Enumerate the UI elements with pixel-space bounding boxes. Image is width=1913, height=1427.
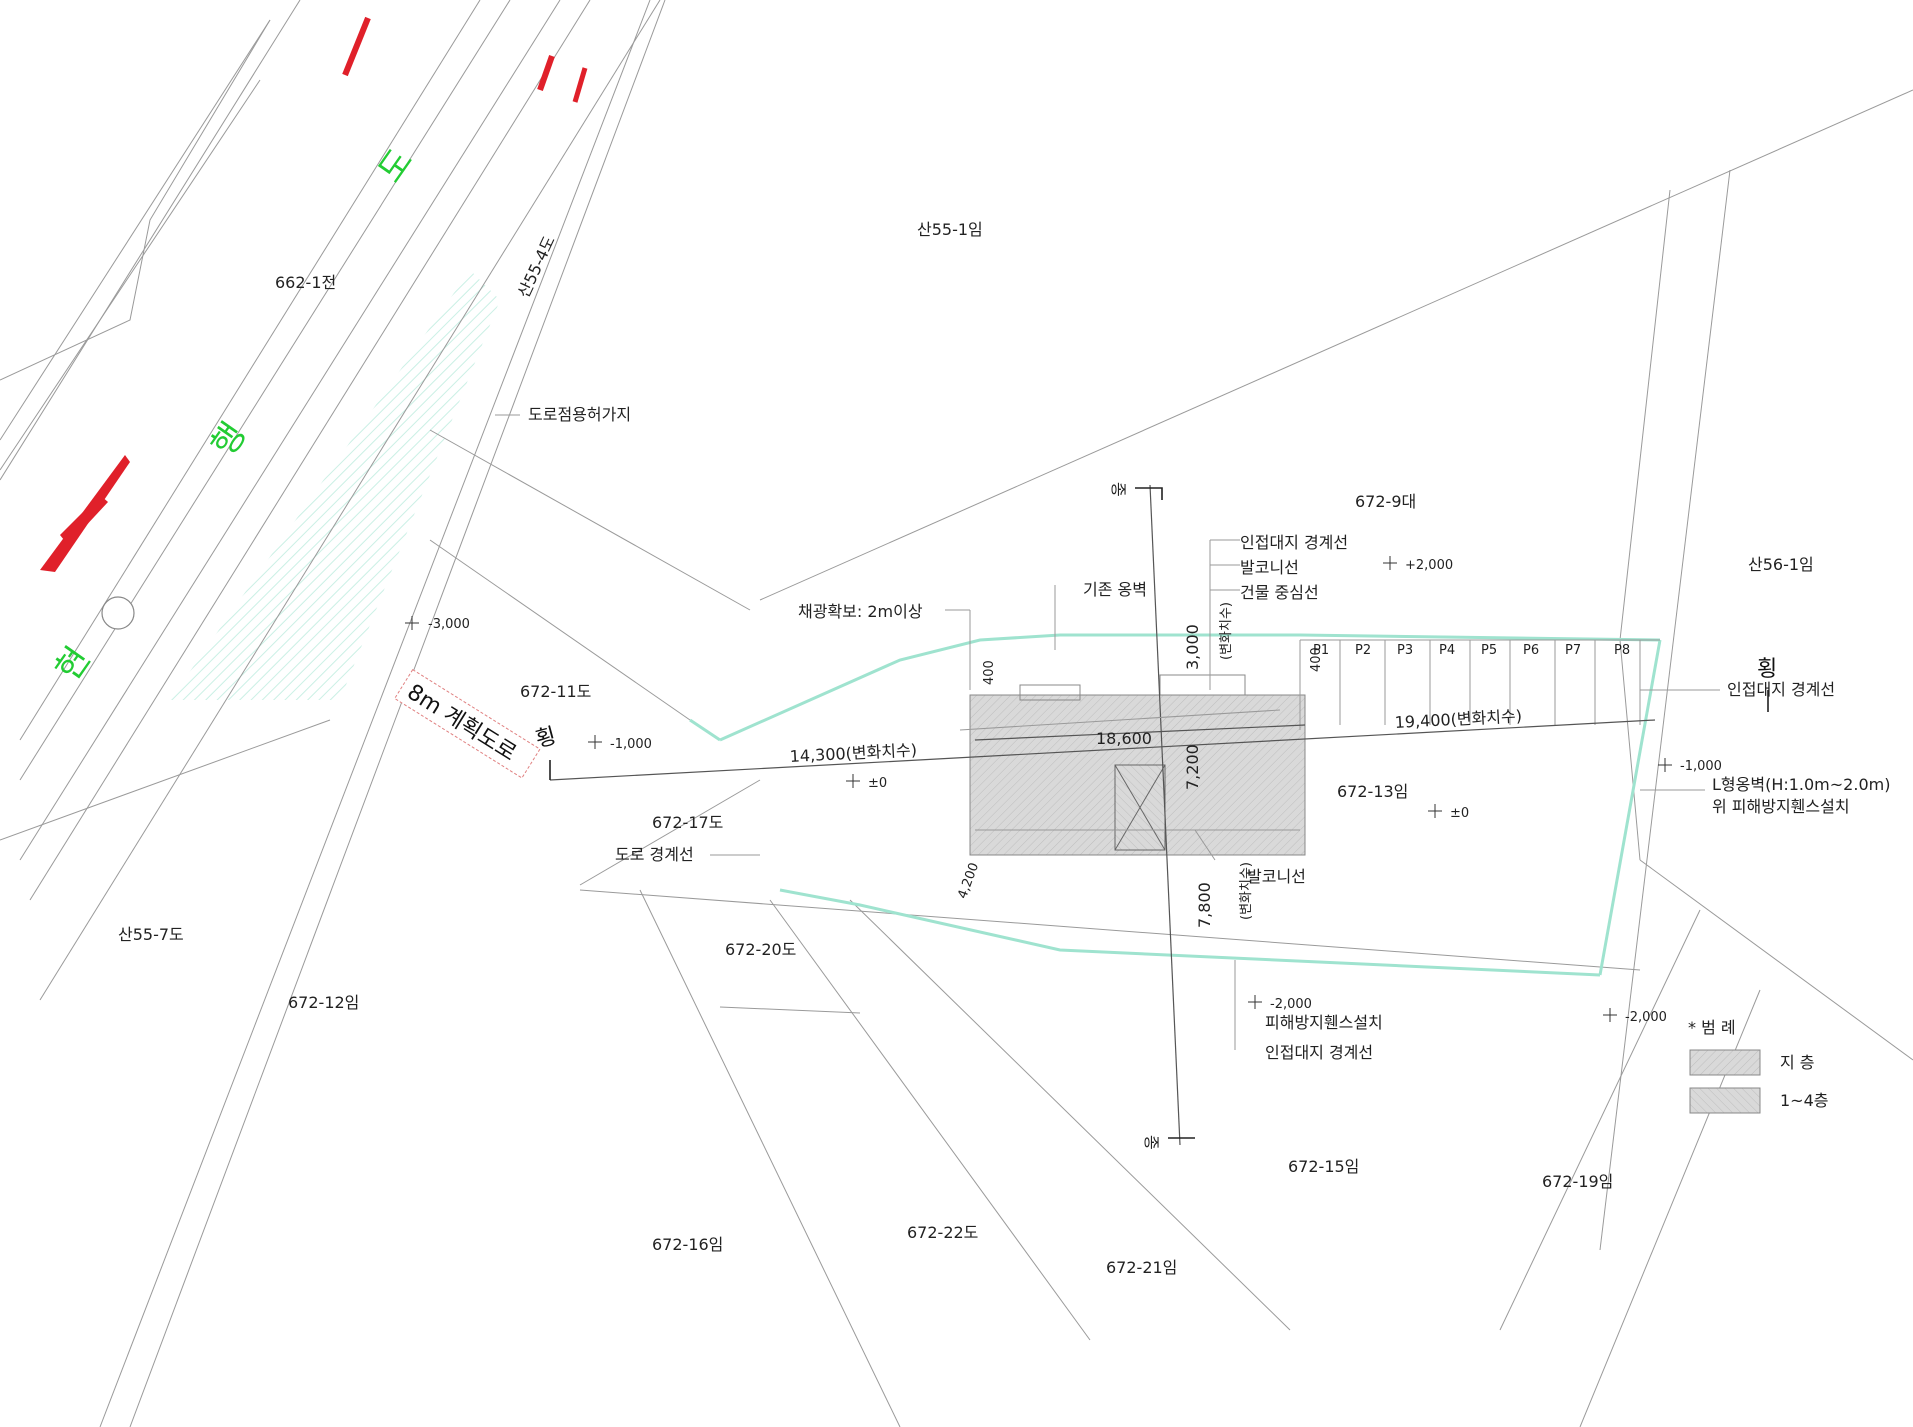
parcel-672-19: 672-19임: [1542, 1172, 1613, 1191]
road-permit-label: 도로점용허가지: [528, 405, 631, 424]
parking-label-p7: P7: [1565, 643, 1581, 658]
parking-label-p3: P3: [1397, 643, 1413, 658]
level-m2000-b: -2,000: [1625, 1010, 1667, 1025]
section-lines: [549, 484, 1769, 1146]
level-markers: [405, 556, 1672, 1022]
level-0-a: ±0: [868, 776, 887, 791]
manhole-circle: [101, 596, 135, 630]
section-cross-right-label: 횡: [1757, 657, 1777, 682]
legend-title: * 범 례: [1688, 1018, 1736, 1037]
parcel-san56-1: 산56-1임: [1748, 555, 1814, 574]
legend-floors-label: 1~4층: [1780, 1091, 1829, 1110]
parking-label-p6: P6: [1523, 643, 1539, 658]
road-name-char-1: 도: [370, 142, 421, 191]
parcel-672-15: 672-15임: [1288, 1157, 1359, 1176]
adjacent-boundary-label-2: 인접대지 경계선: [1265, 1043, 1373, 1062]
l-wall-label-1: L형옹벽(H:1.0m~2.0m): [1712, 775, 1890, 794]
balcony-line-label-1: 발코니선: [1240, 558, 1299, 577]
parcel-672-13: 672-13임: [1337, 782, 1408, 801]
level-0-b: ±0: [1450, 806, 1469, 821]
existing-retaining-wall-label: 기존 옹벽: [1083, 580, 1147, 599]
parking-label-p4: P4: [1439, 643, 1455, 658]
level-p2000: +2,000: [1405, 558, 1453, 573]
parcel-672-11: 672-11도: [520, 682, 591, 701]
balcony-line-label-2: 발코니선: [1247, 867, 1306, 886]
level-m3000: -3,000: [428, 617, 470, 632]
level-m1000-b: -1,000: [1680, 759, 1722, 774]
site-boundary: [689, 633, 1662, 977]
l-wall-label-2: 위 피해방지휀스설치: [1712, 797, 1850, 816]
parking-label-p8: P8: [1614, 643, 1630, 658]
parcel-san55-4: 산55-4도: [514, 233, 559, 301]
parcel-672-21: 672-21임: [1106, 1258, 1177, 1277]
main-road: [0, 0, 666, 1427]
legend-basement-swatch: [1689, 1049, 1761, 1076]
parcel-672-12: 672-12임: [288, 993, 359, 1012]
parcel-672-9: 672-9대: [1355, 492, 1416, 511]
road-occupancy-permit-area: [170, 270, 500, 700]
building: [969, 674, 1306, 856]
section-long-top-label: 종: [1109, 482, 1128, 497]
dim-7800-var: (변화치수): [1239, 862, 1254, 920]
section-long-bottom-label: 종: [1142, 1135, 1161, 1150]
parking-label-p1: P1: [1313, 643, 1329, 658]
dim-7800: 7,800: [1195, 882, 1214, 928]
parcel-672-17: 672-17도: [652, 813, 723, 832]
parking-label-p5: P5: [1481, 643, 1497, 658]
leader-lines: [495, 414, 1720, 1050]
dim-3000-var: (변화치수): [1219, 602, 1234, 660]
parcel-672-20: 672-20도: [725, 940, 796, 959]
legend: * 범 례 지 층 1~4층: [1688, 1018, 1829, 1114]
legend-floors-swatch: [1689, 1087, 1761, 1114]
dim-400-b: 400: [1309, 647, 1324, 672]
damage-fence-label: 피해방지휀스설치: [1265, 1013, 1383, 1032]
level-m2000-a: -2,000: [1270, 997, 1312, 1012]
building-center-line-label: 건물 중심선: [1240, 583, 1319, 602]
dim-7200: 7,200: [1183, 744, 1202, 790]
parcel-662-1: 662-1전: [275, 273, 336, 292]
road-boundary-label: 도로 경계선: [615, 845, 694, 864]
daylight-label: 채광확보: 2m이상: [798, 602, 923, 621]
parking-area: [1299, 639, 1660, 730]
dim-400-a: 400: [982, 660, 997, 685]
parcel-san55-1: 산55-1임: [917, 220, 983, 239]
road-name-char-2: 행: [204, 415, 255, 464]
parking-label-p2: P2: [1355, 643, 1371, 658]
road-name-char-3: 현: [48, 640, 99, 689]
legend-basement-label: 지 층: [1780, 1053, 1815, 1072]
road-marks: [40, 16, 588, 630]
dim-3000: 3,000: [1183, 624, 1202, 670]
adjacent-boundary-label-1: 인접대지 경계선: [1240, 533, 1348, 552]
planned-road-label: 8m 계획도로: [403, 680, 521, 767]
planned-road-tag: 8m 계획도로: [394, 668, 541, 779]
parcel-672-22: 672-22도: [907, 1223, 978, 1242]
parcel-san55-7: 산55-7도: [118, 925, 184, 944]
dim-18600: 18,600: [1096, 729, 1152, 748]
parcel-672-16: 672-16임: [652, 1235, 723, 1254]
dim-14300: 14,300(변화치수): [789, 740, 917, 766]
level-m1000-a: -1,000: [610, 737, 652, 752]
dim-4200: 4,200: [955, 861, 982, 901]
adjacent-boundary-label-3: 인접대지 경계선: [1727, 680, 1835, 699]
parcel-boundaries: [0, 19, 1913, 1427]
